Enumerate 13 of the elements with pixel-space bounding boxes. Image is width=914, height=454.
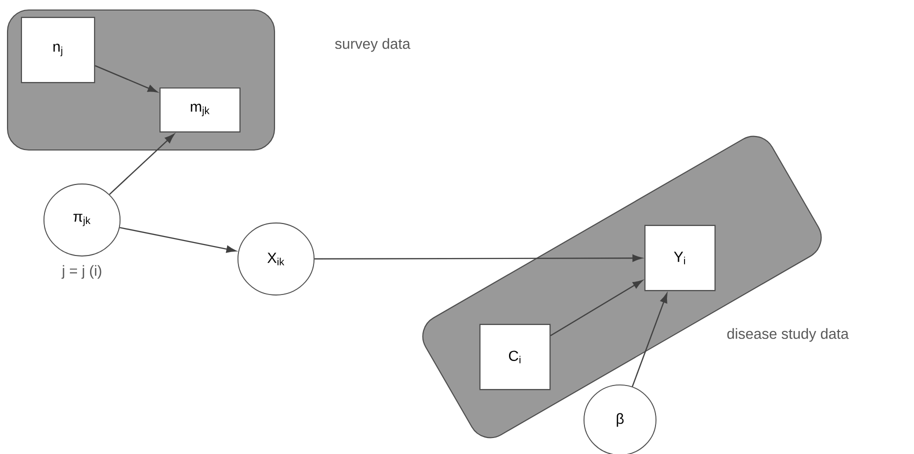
arrow (120, 226, 236, 253)
index-note: j = j (i) (62, 265, 102, 279)
arrow (550, 280, 643, 336)
arrow (314, 254, 642, 262)
data-box: Y$_{i}$ (644, 224, 716, 292)
data-box: n$_{j}$ (20, 16, 96, 84)
data-box: C$_{i}$ (479, 324, 551, 390)
data-box: m$_{jk}$ (160, 88, 240, 132)
arrow (632, 293, 668, 387)
plate-label: survey data (335, 38, 410, 52)
arrow (94, 65, 158, 92)
arrow (109, 134, 174, 195)
plate-label: disease study data (727, 328, 849, 342)
